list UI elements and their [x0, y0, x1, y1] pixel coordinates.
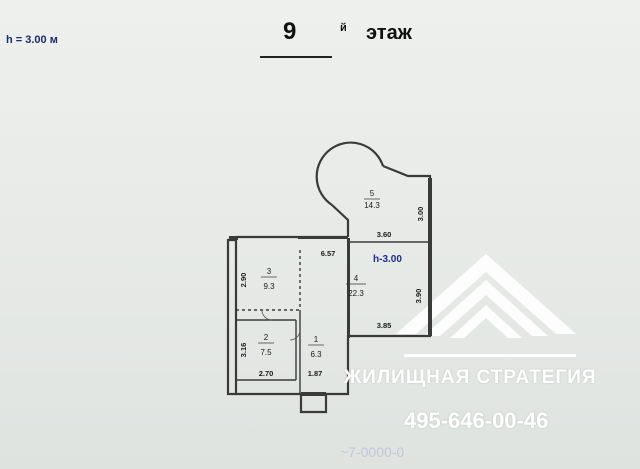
svg-text:6.3: 6.3	[310, 350, 322, 359]
dimension-label: 3.00	[416, 207, 425, 222]
dimension-label: 2.90	[239, 273, 248, 288]
dimension-label: 3.16	[239, 343, 248, 358]
ceiling-height-note: h = 3.00 м	[6, 34, 58, 46]
floor-number-underline	[260, 56, 332, 58]
dimension-label: 1.87	[308, 369, 323, 378]
room-4-label: 4 22.3	[346, 274, 366, 298]
dimension-label: 6.57	[321, 249, 336, 258]
svg-text:14.3: 14.3	[364, 201, 380, 210]
svg-text:7.5: 7.5	[260, 348, 272, 357]
faded-stamp: ~7-0000-0	[340, 444, 405, 460]
room-3-label: 3 9.3	[261, 267, 277, 291]
watermark-phone: 495-646-00-46	[404, 408, 549, 433]
floor-number: 9	[283, 18, 297, 45]
floor-word: этаж	[366, 22, 412, 44]
room-1-label: 1 6.3	[308, 335, 324, 359]
dimension-label: 2.70	[259, 369, 274, 378]
svg-text:4: 4	[354, 274, 359, 283]
room-5-label: 5 14.3	[364, 189, 380, 210]
svg-text:5: 5	[370, 189, 375, 198]
svg-text:22.3: 22.3	[348, 289, 364, 298]
svg-text:1: 1	[314, 335, 319, 344]
svg-text:9.3: 9.3	[263, 282, 275, 291]
watermark-house-logo	[396, 254, 576, 357]
room-2-label: 2 7.5	[258, 333, 274, 357]
svg-text:2: 2	[264, 333, 269, 342]
dimension-label: 3.85	[377, 321, 392, 330]
watermark-brand-name: ЖИЛИЩНАЯ СТРАТЕГИЯ	[344, 367, 597, 388]
wall-accents	[229, 178, 432, 396]
ceiling-height-label: h-3.00	[373, 254, 402, 265]
svg-text:3: 3	[267, 267, 272, 276]
dimension-label: 3.60	[377, 230, 392, 239]
dimension-label: 3.90	[414, 289, 423, 304]
floor-number-suffix: й	[340, 22, 347, 34]
door-arcs	[261, 309, 301, 341]
interior-partitions	[236, 241, 430, 394]
